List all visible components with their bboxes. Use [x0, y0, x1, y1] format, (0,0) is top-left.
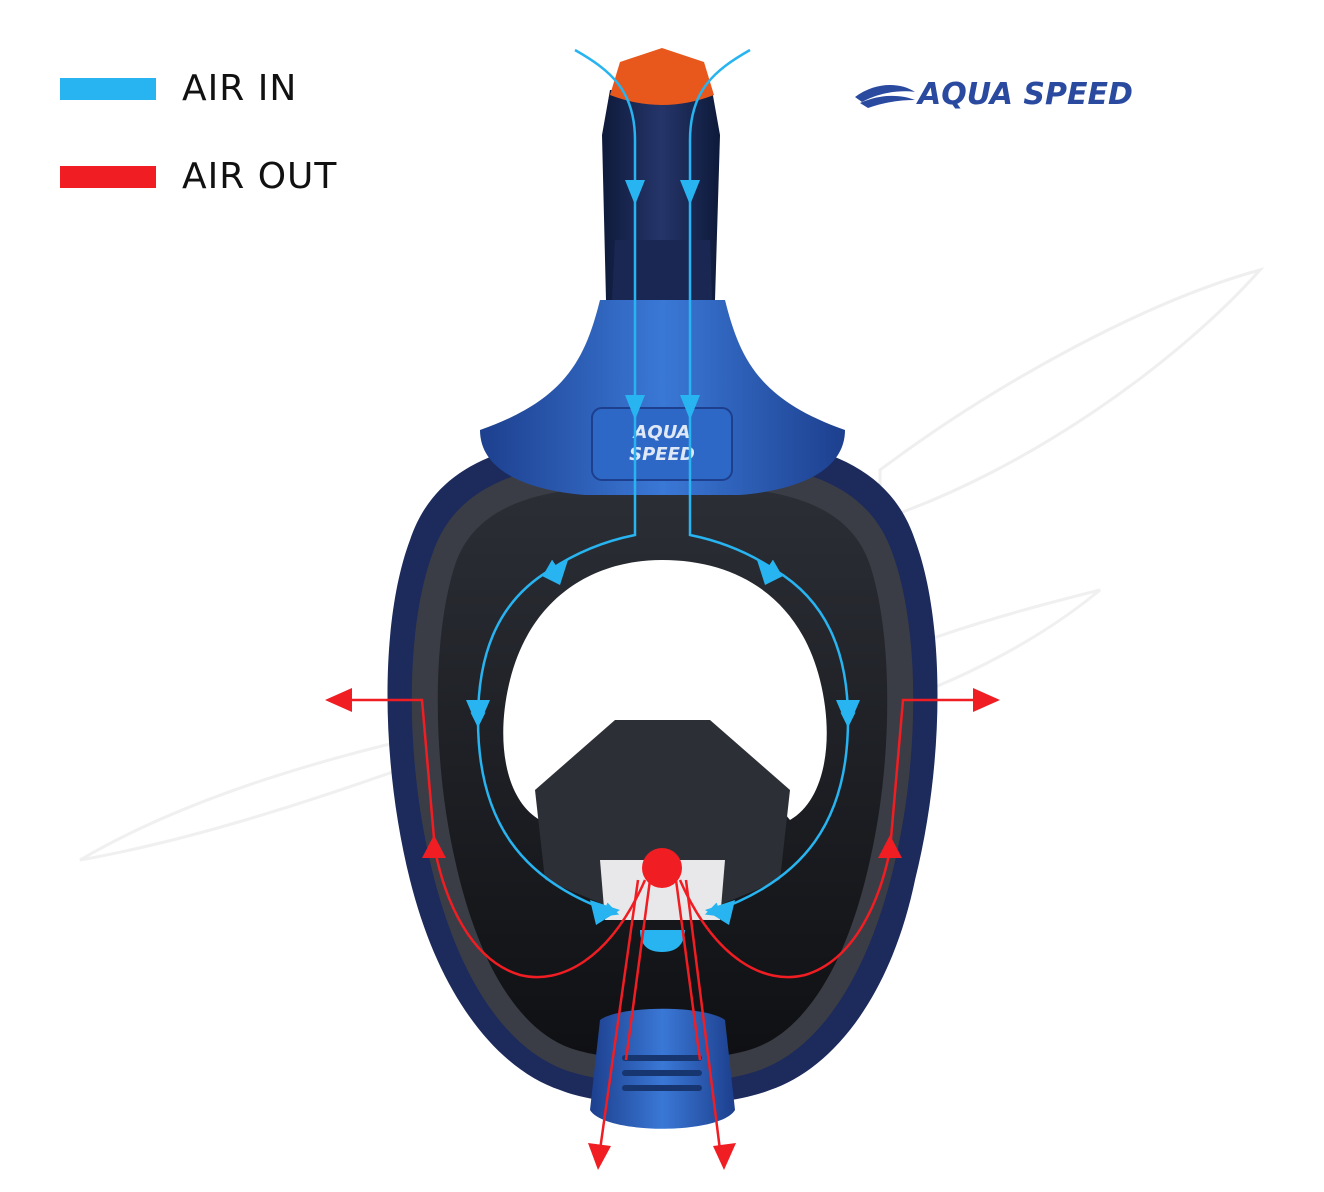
airflow-out-bottom-left — [598, 879, 640, 1151]
snorkel-joint — [612, 240, 712, 300]
legend-label-air-out: AIR OUT — [182, 156, 338, 197]
chin-purge-valve — [590, 1008, 735, 1129]
airflow-in-right-mid — [774, 568, 856, 728]
arrow-in-icon — [466, 700, 490, 728]
airflow-out-inner-right — [674, 879, 702, 1061]
arrow-in-icon — [757, 560, 785, 585]
arrow-in-icon — [625, 395, 645, 420]
airflow-in-right-upper — [688, 48, 782, 575]
arrow-in-icon — [540, 560, 568, 585]
background-swoosh — [878, 267, 1265, 523]
airflow-in-left-upper — [543, 48, 637, 575]
mask-logo-line1: AQUA — [632, 422, 691, 443]
snorkel-cap — [610, 48, 714, 105]
chin-rib — [622, 1070, 702, 1076]
valve-blue-dot — [640, 930, 685, 952]
arrow-out-icon — [588, 1143, 611, 1170]
brand-wave-icon — [855, 85, 915, 102]
legend-label-air-in: AIR IN — [182, 68, 298, 109]
background-swoosh — [898, 588, 1101, 703]
arrow-in-icon — [625, 180, 645, 205]
airflow-in-right-lower — [704, 719, 850, 917]
arrow-in-icon — [836, 700, 860, 728]
arrow-out-icon — [713, 1143, 736, 1170]
legend-swatch-air-in — [60, 77, 156, 100]
airflow-in-left-lower — [476, 719, 620, 917]
airflow-out-paths — [340, 698, 985, 1151]
brand-wave-icon — [860, 95, 915, 108]
airflow-out-left — [340, 698, 647, 979]
airflow-in-paths — [470, 48, 856, 917]
legend-air-out: AIR OUT — [60, 156, 337, 197]
arrow-in-icon — [705, 900, 735, 925]
valve-red-dot — [642, 848, 682, 888]
mouth-chamber — [535, 720, 790, 905]
arrow-in-icon — [590, 900, 620, 925]
arrow-in-icon — [680, 180, 700, 205]
airflow-out-bottom-right — [684, 879, 722, 1151]
brand-logo: AQUA SPEED — [855, 77, 1133, 112]
arrow-out-icon — [325, 688, 352, 712]
arrow-out-icon — [878, 835, 902, 858]
arrow-in-icon — [680, 395, 700, 420]
airflow-out-inner-left — [624, 879, 652, 1061]
airflow-out-right — [678, 698, 985, 979]
chin-rib — [622, 1085, 702, 1091]
brand-logo-text: AQUA SPEED — [916, 77, 1133, 112]
legend-swatch-air-out — [60, 165, 156, 188]
top-housing — [480, 300, 845, 495]
legend-air-in: AIR IN — [60, 68, 297, 109]
airflow-in-left-mid — [470, 568, 551, 728]
mask-logo-plate — [591, 407, 733, 481]
chin-rib — [622, 1055, 702, 1061]
mask-logo-line2: SPEED — [629, 444, 695, 465]
arrow-out-icon — [422, 835, 446, 858]
arrow-out-icon — [973, 688, 1000, 712]
